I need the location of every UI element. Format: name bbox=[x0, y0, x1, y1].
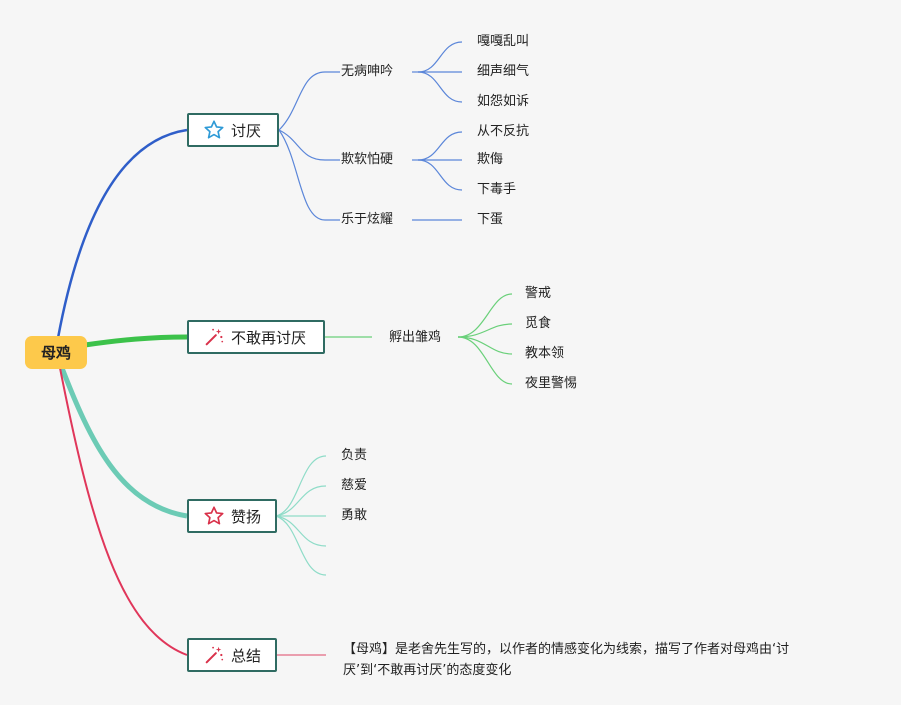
leaf-item[interactable]: 下毒手 bbox=[477, 182, 517, 197]
summary-text[interactable]: 【母鸡】是老舍先生写的，以作者的情感变化为线索，描写了作者对母鸡由‘讨 厌’到‘… bbox=[343, 639, 843, 681]
branch-praise bbox=[59, 367, 188, 519]
topic-summary[interactable]: 总结 bbox=[187, 638, 277, 672]
leaf-item[interactable]: 慈爱 bbox=[341, 478, 368, 493]
branch-summary bbox=[59, 367, 188, 656]
summary-line-1: 【母鸡】是老舍先生写的，以作者的情感变化为线索，描写了作者对母鸡由‘讨 bbox=[343, 642, 790, 657]
topic-hate[interactable]: 讨厌 bbox=[187, 113, 279, 147]
subtopic-hate-2[interactable]: 欺软怕硬 bbox=[341, 152, 394, 167]
leaf-item[interactable]: 从不反抗 bbox=[477, 124, 530, 139]
leaf-item[interactable]: 觅食 bbox=[525, 316, 552, 331]
leaf-item[interactable]: 欺侮 bbox=[477, 152, 504, 167]
leaf-item[interactable]: 负责 bbox=[341, 448, 368, 463]
star-outline-icon bbox=[203, 505, 225, 527]
root-node[interactable]: 母鸡 bbox=[25, 336, 87, 369]
topic-label: 赞扬 bbox=[231, 507, 262, 526]
leaf-item[interactable]: 嘎嘎乱叫 bbox=[477, 34, 530, 49]
root-label: 母鸡 bbox=[40, 344, 71, 362]
leaf-item[interactable]: 勇敢 bbox=[341, 508, 368, 523]
star-outline-icon bbox=[203, 119, 225, 141]
summary-line-2: 厌’到‘不敢再讨厌’的态度变化 bbox=[343, 663, 512, 678]
leaf-item[interactable]: 细声细气 bbox=[477, 64, 530, 79]
topic-no-longer-hate[interactable]: 不敢再讨厌 bbox=[187, 320, 325, 354]
leaf-item[interactable]: 警戒 bbox=[525, 286, 552, 301]
topic-label: 不敢再讨厌 bbox=[231, 328, 307, 347]
topic-praise[interactable]: 赞扬 bbox=[187, 499, 277, 533]
magic-wand-icon bbox=[203, 644, 225, 666]
branch-hate bbox=[56, 128, 188, 339]
branch-no-longer bbox=[84, 334, 188, 348]
subtopic-hate-3[interactable]: 乐于炫耀 bbox=[341, 212, 394, 227]
magic-wand-icon bbox=[203, 326, 225, 348]
leaf-item[interactable]: 如怨如诉 bbox=[477, 94, 530, 109]
leaf-item[interactable]: 下蛋 bbox=[477, 212, 504, 227]
topic-label: 总结 bbox=[231, 646, 262, 665]
subtopic-no-longer[interactable]: 孵出雏鸡 bbox=[389, 330, 442, 345]
leaf-item[interactable]: 教本领 bbox=[525, 346, 565, 361]
leaf-item[interactable]: 夜里警惕 bbox=[525, 376, 578, 391]
subtopic-hate-1[interactable]: 无病呻吟 bbox=[341, 64, 394, 79]
topic-label: 讨厌 bbox=[231, 121, 262, 140]
